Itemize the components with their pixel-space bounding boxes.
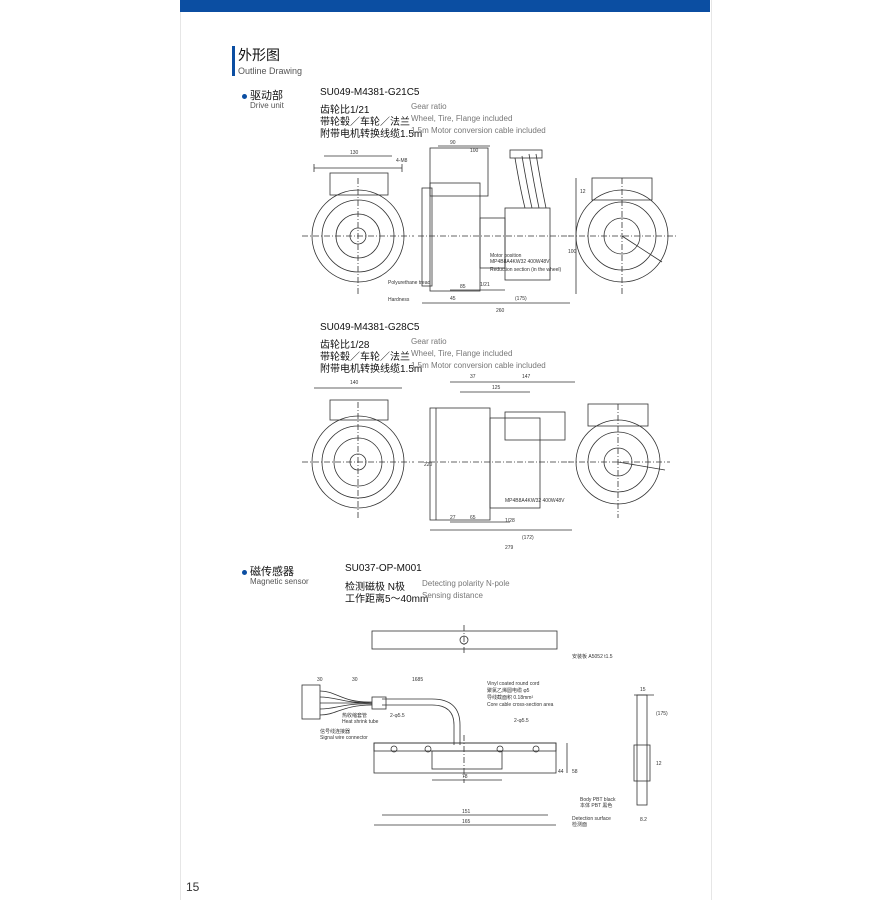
dim-label: 130 <box>350 150 359 156</box>
dim-label: (175) <box>656 711 668 717</box>
shrink-en-label: Heat shrink tube <box>342 719 379 725</box>
spec-cn: 齿轮比1/28 <box>320 340 370 351</box>
hardness-label: Hardness <box>388 297 410 303</box>
dim-label: 220 <box>424 462 433 468</box>
dim-label: 125 <box>492 385 501 391</box>
dim-label: 100 <box>568 249 577 255</box>
spec-cn: 带轮毂／车轮／法兰 <box>320 352 410 363</box>
holes-cn-label: 2-φ5.5 <box>390 713 405 719</box>
polyurethane-label: Polyurethane tread <box>388 280 430 286</box>
magnetic-sensor-drawing: 安装板 A5052 t1.5 30 30 1685 Vinyl coated r… <box>301 625 668 828</box>
dim-label: 1/21 <box>480 282 490 288</box>
body-en-label: Body PBT black <box>580 797 616 803</box>
dim-label: 8.2 <box>640 817 647 823</box>
spec-cn: 带轮毂／车轮／法兰 <box>320 117 410 128</box>
model-name-2: SU049-M4381-G28C5 <box>320 322 420 333</box>
dim-label: 151 <box>462 809 471 815</box>
holes-label: 2-φ5.5 <box>514 718 529 724</box>
dim-label: 78 <box>462 774 468 780</box>
cable-label: Vinyl coated round cord <box>487 681 540 687</box>
spec-en: Gear ratio <box>411 337 447 346</box>
spec-en: Detecting polarity N-pole <box>422 579 510 588</box>
drive-unit-drawing-2: 140 37 147 125 65 27 (172) 279 1/28 220 … <box>302 374 670 551</box>
page-title: 外形图 <box>238 47 280 63</box>
page-subtitle: Outline Drawing <box>238 66 303 76</box>
core-label: Core cable cross-section area <box>487 702 554 708</box>
section-subheading-sensor: Magnetic sensor <box>250 577 309 586</box>
dim-label: 279 <box>505 545 514 551</box>
cable-cn-label: 聚氯乙烯圆电缆 φ5 <box>487 687 530 694</box>
dim-label: 147 <box>522 374 531 380</box>
motor-position-label: Motor position <box>490 253 522 259</box>
bullet-icon <box>242 570 247 575</box>
spec-cn: 齿轮比1/21 <box>320 105 370 116</box>
spec-en: 1.5m Motor conversion cable included <box>411 126 546 135</box>
dim-label: 85 <box>460 284 466 290</box>
title-accent <box>232 46 235 76</box>
dim-label: 90 <box>450 140 456 146</box>
section-heading-sensor: 磁传感器 <box>250 566 294 578</box>
motor-label: MP4B8A4KW32 400W48V <box>490 259 550 265</box>
bullet-icon <box>242 94 247 99</box>
dim-label: 260 <box>496 308 505 314</box>
body-cn-label: 本体 PBT 黑色 <box>580 802 612 809</box>
dim-label: 27 <box>450 515 456 521</box>
dim-label: 44 <box>558 769 564 775</box>
dim-label: 100 <box>470 148 479 154</box>
page-number: 15 <box>186 880 200 894</box>
spec-en: 1.5m Motor conversion cable included <box>411 361 546 370</box>
signal-cn-label: 信号线连接器 <box>320 728 350 735</box>
spec-cn: 工作距离5～40mm <box>345 594 429 605</box>
signal-en-label: Signal wire connector <box>320 735 368 741</box>
section-subheading-drive: Drive unit <box>250 101 284 110</box>
motor-label: MP4B8A4KW32 400W48V <box>505 498 565 504</box>
spec-en: Gear ratio <box>411 102 447 111</box>
dim-label: 4-M8 <box>396 158 408 164</box>
plate-label: 安装板 A5052 t1.5 <box>572 653 613 660</box>
shrink-cn-label: 热收缩套管 <box>342 712 367 719</box>
detect-cn-label: 检测面 <box>572 821 587 828</box>
dim-label: (175) <box>515 296 527 302</box>
dim-label: 1685 <box>412 677 423 683</box>
dim-label: (172) <box>522 535 534 541</box>
spec-cn: 附带电机转换线缆1.5m <box>320 364 423 375</box>
dim-label: 30 <box>352 677 358 683</box>
dim-label: 140 <box>350 380 359 386</box>
spec-en: Wheel, Tire, Flange included <box>411 349 513 358</box>
core-cn-label: 导线截面积 0.18mm² <box>487 694 533 701</box>
dim-label: 65 <box>470 515 476 521</box>
spec-en: Sensing distance <box>422 591 483 600</box>
dim-label: 30 <box>317 677 323 683</box>
dim-label: 12 <box>656 761 662 767</box>
header-bar <box>180 0 710 12</box>
dim-label: 37 <box>470 374 476 380</box>
drive-unit-drawing-1: 130 4-M8 90 100 85 45 (175) 260 1/21 12 … <box>302 140 676 314</box>
spec-en: Wheel, Tire, Flange included <box>411 114 513 123</box>
sensor-model: SU037-OP-M001 <box>345 563 422 574</box>
detect-en-label: Detection surface <box>572 816 611 822</box>
model-name-1: SU049-M4381-G21C5 <box>320 87 420 98</box>
dim-label: 1/28 <box>505 518 515 524</box>
section-heading-drive: 驱动部 <box>250 90 283 102</box>
dim-label: 12 <box>580 189 586 195</box>
dim-label: 45 <box>450 296 456 302</box>
dim-label: 15 <box>640 687 646 693</box>
document-page <box>180 0 712 900</box>
dim-label: 58 <box>572 769 578 775</box>
reduction-label: Reduction section (in the wheel) <box>490 267 561 273</box>
spec-cn: 检测磁极 N极 <box>345 582 405 593</box>
spec-cn: 附带电机转换线缆1.5m <box>320 129 423 140</box>
dim-label: 165 <box>462 819 471 825</box>
